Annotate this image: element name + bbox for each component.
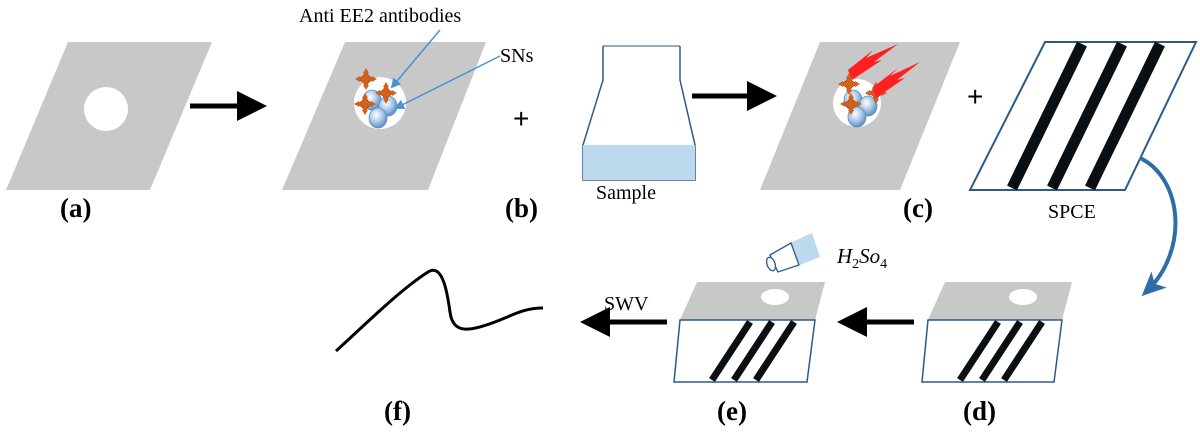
- antibodies-annotation: Anti EE2 antibodies: [299, 5, 461, 27]
- electrode-d: [921, 319, 1063, 383]
- electrode-e: [673, 319, 816, 383]
- label-e: (e): [717, 396, 747, 426]
- curved-arrow-icon: [1139, 156, 1178, 297]
- spce-electrode: SPCE: [968, 41, 1198, 223]
- antibodies-callout: [390, 29, 441, 89]
- plus-sign: +: [967, 81, 983, 112]
- label-f: (f): [384, 396, 411, 426]
- well-d: [1009, 289, 1037, 305]
- plus-sign: +: [513, 103, 529, 134]
- swv-curve: [334, 268, 544, 353]
- panel-b: Anti EE2 antibodies SNs (b): [282, 5, 538, 223]
- analyte-flash-icon: [872, 62, 920, 98]
- well-e: [761, 289, 789, 305]
- panel-a: (a): [6, 42, 212, 223]
- label-a: (a): [60, 193, 91, 223]
- electrode-stripe: [1007, 41, 1087, 191]
- panel-c: (c): [760, 42, 960, 223]
- panel-d: (d): [921, 282, 1072, 426]
- sample-flask: Sample: [582, 45, 696, 204]
- sns-annotation: SNs: [500, 45, 534, 67]
- electrode-stripe: [957, 320, 1001, 382]
- well-a: [84, 87, 128, 131]
- electrode-stripe: [1085, 41, 1165, 191]
- sample-liquid: [583, 145, 695, 180]
- analyte-flash-icon: [848, 44, 898, 80]
- panel-e: H2So4 (e): [673, 233, 887, 426]
- sample-label: Sample: [596, 182, 656, 204]
- label-d: (d): [963, 396, 996, 426]
- electrode-stripe: [709, 320, 753, 382]
- electrode-stripe: [731, 320, 775, 382]
- swv-label: SWV: [604, 293, 649, 315]
- label-c: (c): [903, 193, 933, 223]
- electrode-stripe: [1001, 320, 1045, 382]
- electrode-stripe: [1047, 41, 1127, 191]
- dropper-icon: [765, 233, 820, 273]
- sns-callout: [394, 55, 501, 109]
- acid-label: H2So4: [836, 244, 887, 272]
- nanosphere: [368, 107, 388, 129]
- electrode-stripe: [753, 320, 797, 382]
- electrode-stripe: [979, 320, 1023, 382]
- substrate-d: [928, 282, 1072, 320]
- label-b: (b): [505, 193, 538, 223]
- panel-f: (f): [334, 268, 544, 426]
- spce-label: SPCE: [1048, 201, 1096, 223]
- substrate-e: [680, 282, 825, 320]
